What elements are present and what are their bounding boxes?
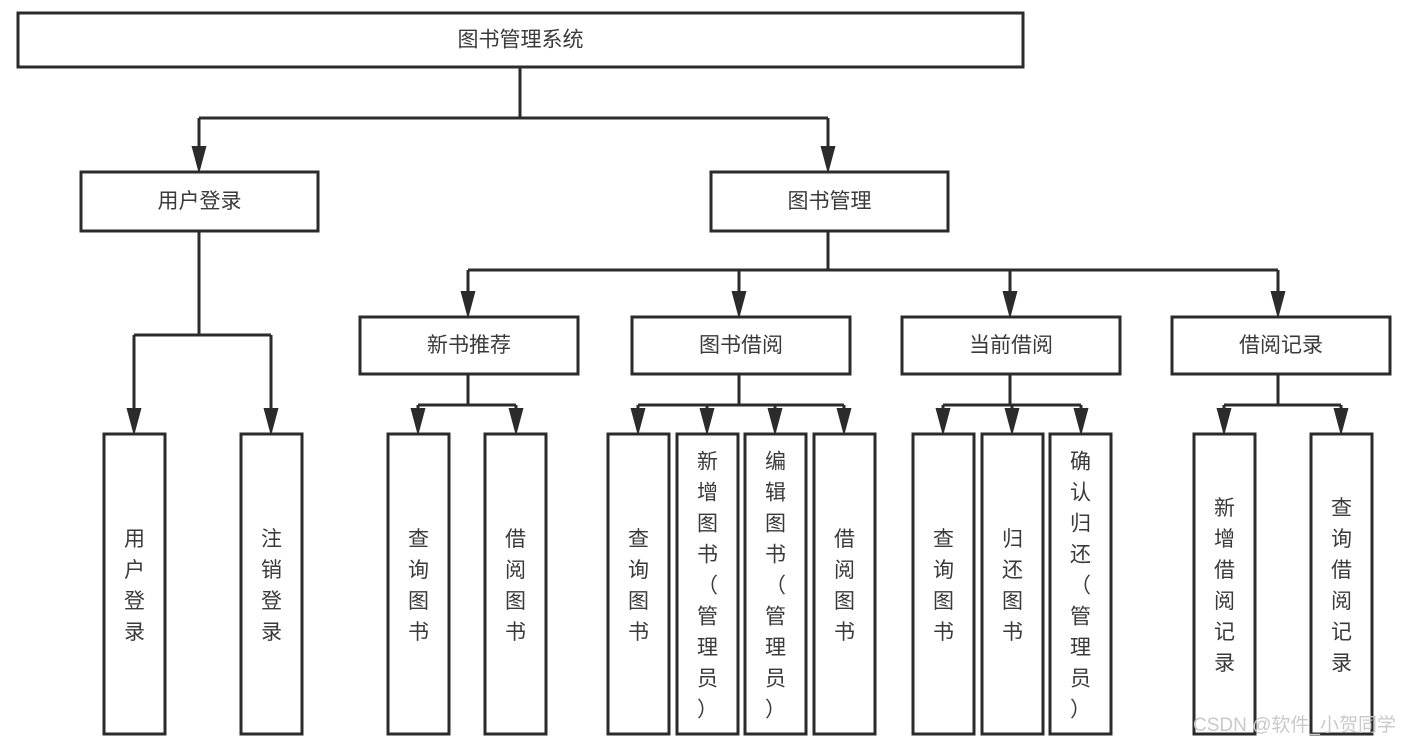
node-label: 查询图书: [408, 528, 429, 644]
arrowhead-icon: [1333, 408, 1349, 436]
arrowhead-icon: [820, 146, 836, 174]
node-label: 借阅记录: [1239, 334, 1323, 357]
node-leaf_cb_query[interactable]: 查询图书: [911, 432, 976, 736]
node-label: 新增借阅记录: [1214, 497, 1235, 675]
node-box[interactable]: [16, 11, 1025, 69]
node-box[interactable]: [1192, 432, 1257, 736]
nodes-layer: 图书管理系统用户登录图书管理新书推荐图书借阅当前借阅借阅记录用户登录注销登录查询…: [16, 11, 1392, 736]
node-label: 编辑图书（管理员）: [765, 451, 786, 722]
node-label: 图书管理: [788, 190, 872, 213]
arrowhead-icon: [460, 291, 476, 319]
node-box[interactable]: [358, 315, 580, 376]
node-leaf_bb_edit[interactable]: 编辑图书（管理员）: [743, 432, 808, 736]
arrowhead-icon: [126, 408, 142, 436]
node-box[interactable]: [743, 432, 808, 736]
arrowhead-icon: [508, 408, 524, 436]
node-borrow_record[interactable]: 借阅记录: [1170, 315, 1392, 376]
arrowhead-icon: [699, 408, 715, 436]
arrowhead-icon: [731, 291, 747, 319]
node-leaf_user_login[interactable]: 用户登录: [102, 432, 167, 736]
node-leaf_user_logout[interactable]: 注销登录: [239, 432, 304, 736]
node-leaf_bb_query[interactable]: 查询图书: [606, 432, 671, 736]
node-label: 确认归还（管理员）: [1070, 451, 1091, 722]
node-leaf_bb_borrow[interactable]: 借阅图书: [812, 432, 877, 736]
node-current_borrow[interactable]: 当前借阅: [900, 315, 1122, 376]
connector-group-user_login: [126, 231, 279, 436]
node-leaf_rec_query[interactable]: 查询图书: [386, 432, 451, 736]
node-label: 借阅图书: [505, 528, 526, 644]
node-box[interactable]: [79, 170, 320, 233]
node-box[interactable]: [1048, 432, 1113, 736]
node-label: 查询借阅记录: [1331, 497, 1352, 675]
connector-group-book_borrow: [630, 374, 852, 436]
arrowhead-icon: [1002, 291, 1018, 319]
arrowhead-icon: [1073, 408, 1089, 436]
node-book_manage[interactable]: 图书管理: [709, 170, 950, 233]
node-box[interactable]: [239, 432, 304, 736]
node-leaf_br_query[interactable]: 查询借阅记录: [1309, 432, 1374, 736]
node-book_borrow[interactable]: 图书借阅: [630, 315, 852, 376]
node-label: 查询图书: [933, 528, 954, 644]
node-label: 图书管理系统: [458, 29, 584, 52]
node-box[interactable]: [812, 432, 877, 736]
node-label: 查询图书: [628, 528, 649, 644]
arrowhead-icon: [1216, 408, 1232, 436]
node-box[interactable]: [1170, 315, 1392, 376]
arrowhead-icon: [836, 408, 852, 436]
connectors-layer: [126, 67, 1349, 436]
arrowhead-icon: [630, 408, 646, 436]
connector-group-current_borrow: [935, 374, 1089, 436]
node-leaf_cb_return[interactable]: 归还图书: [980, 432, 1045, 736]
node-label: 新增图书（管理员）: [697, 451, 718, 722]
node-box[interactable]: [675, 432, 740, 736]
node-new_book_rec[interactable]: 新书推荐: [358, 315, 580, 376]
node-leaf_cb_confirm[interactable]: 确认归还（管理员）: [1048, 432, 1113, 736]
node-label: 新书推荐: [427, 334, 511, 357]
node-box[interactable]: [606, 432, 671, 736]
node-user_login[interactable]: 用户登录: [79, 170, 320, 233]
node-leaf_br_add[interactable]: 新增借阅记录: [1192, 432, 1257, 736]
node-label: 图书借阅: [699, 334, 783, 357]
node-label: 当前借阅: [969, 334, 1053, 357]
arrowhead-icon: [410, 408, 426, 436]
arrowhead-icon: [263, 408, 279, 436]
node-box[interactable]: [630, 315, 852, 376]
node-box[interactable]: [980, 432, 1045, 736]
node-label: 归还图书: [1002, 528, 1023, 644]
watermark-label: CSDN @软件_小贺同学: [1193, 714, 1396, 736]
node-box[interactable]: [709, 170, 950, 233]
connector-group-root: [191, 67, 836, 174]
node-box[interactable]: [483, 432, 548, 736]
node-box[interactable]: [102, 432, 167, 736]
connector-group-borrow_record: [1216, 374, 1349, 436]
connector-group-new_book_rec: [410, 374, 524, 436]
node-leaf_bb_add[interactable]: 新增图书（管理员）: [675, 432, 740, 736]
arrowhead-icon: [191, 146, 207, 174]
node-label: 用户登录: [124, 528, 145, 644]
arrowhead-icon: [767, 408, 783, 436]
arrowhead-icon: [1004, 408, 1020, 436]
node-leaf_rec_borrow[interactable]: 借阅图书: [483, 432, 548, 736]
node-box[interactable]: [911, 432, 976, 736]
node-label: 借阅图书: [834, 528, 855, 644]
node-box[interactable]: [1309, 432, 1374, 736]
node-box[interactable]: [900, 315, 1122, 376]
connector-group-book_manage: [460, 231, 1286, 319]
node-root[interactable]: 图书管理系统: [16, 11, 1025, 69]
arrowhead-icon: [935, 408, 951, 436]
node-box[interactable]: [386, 432, 451, 736]
node-label: 用户登录: [158, 190, 242, 213]
arrowhead-icon: [1270, 291, 1286, 319]
node-label: 注销登录: [261, 528, 282, 644]
